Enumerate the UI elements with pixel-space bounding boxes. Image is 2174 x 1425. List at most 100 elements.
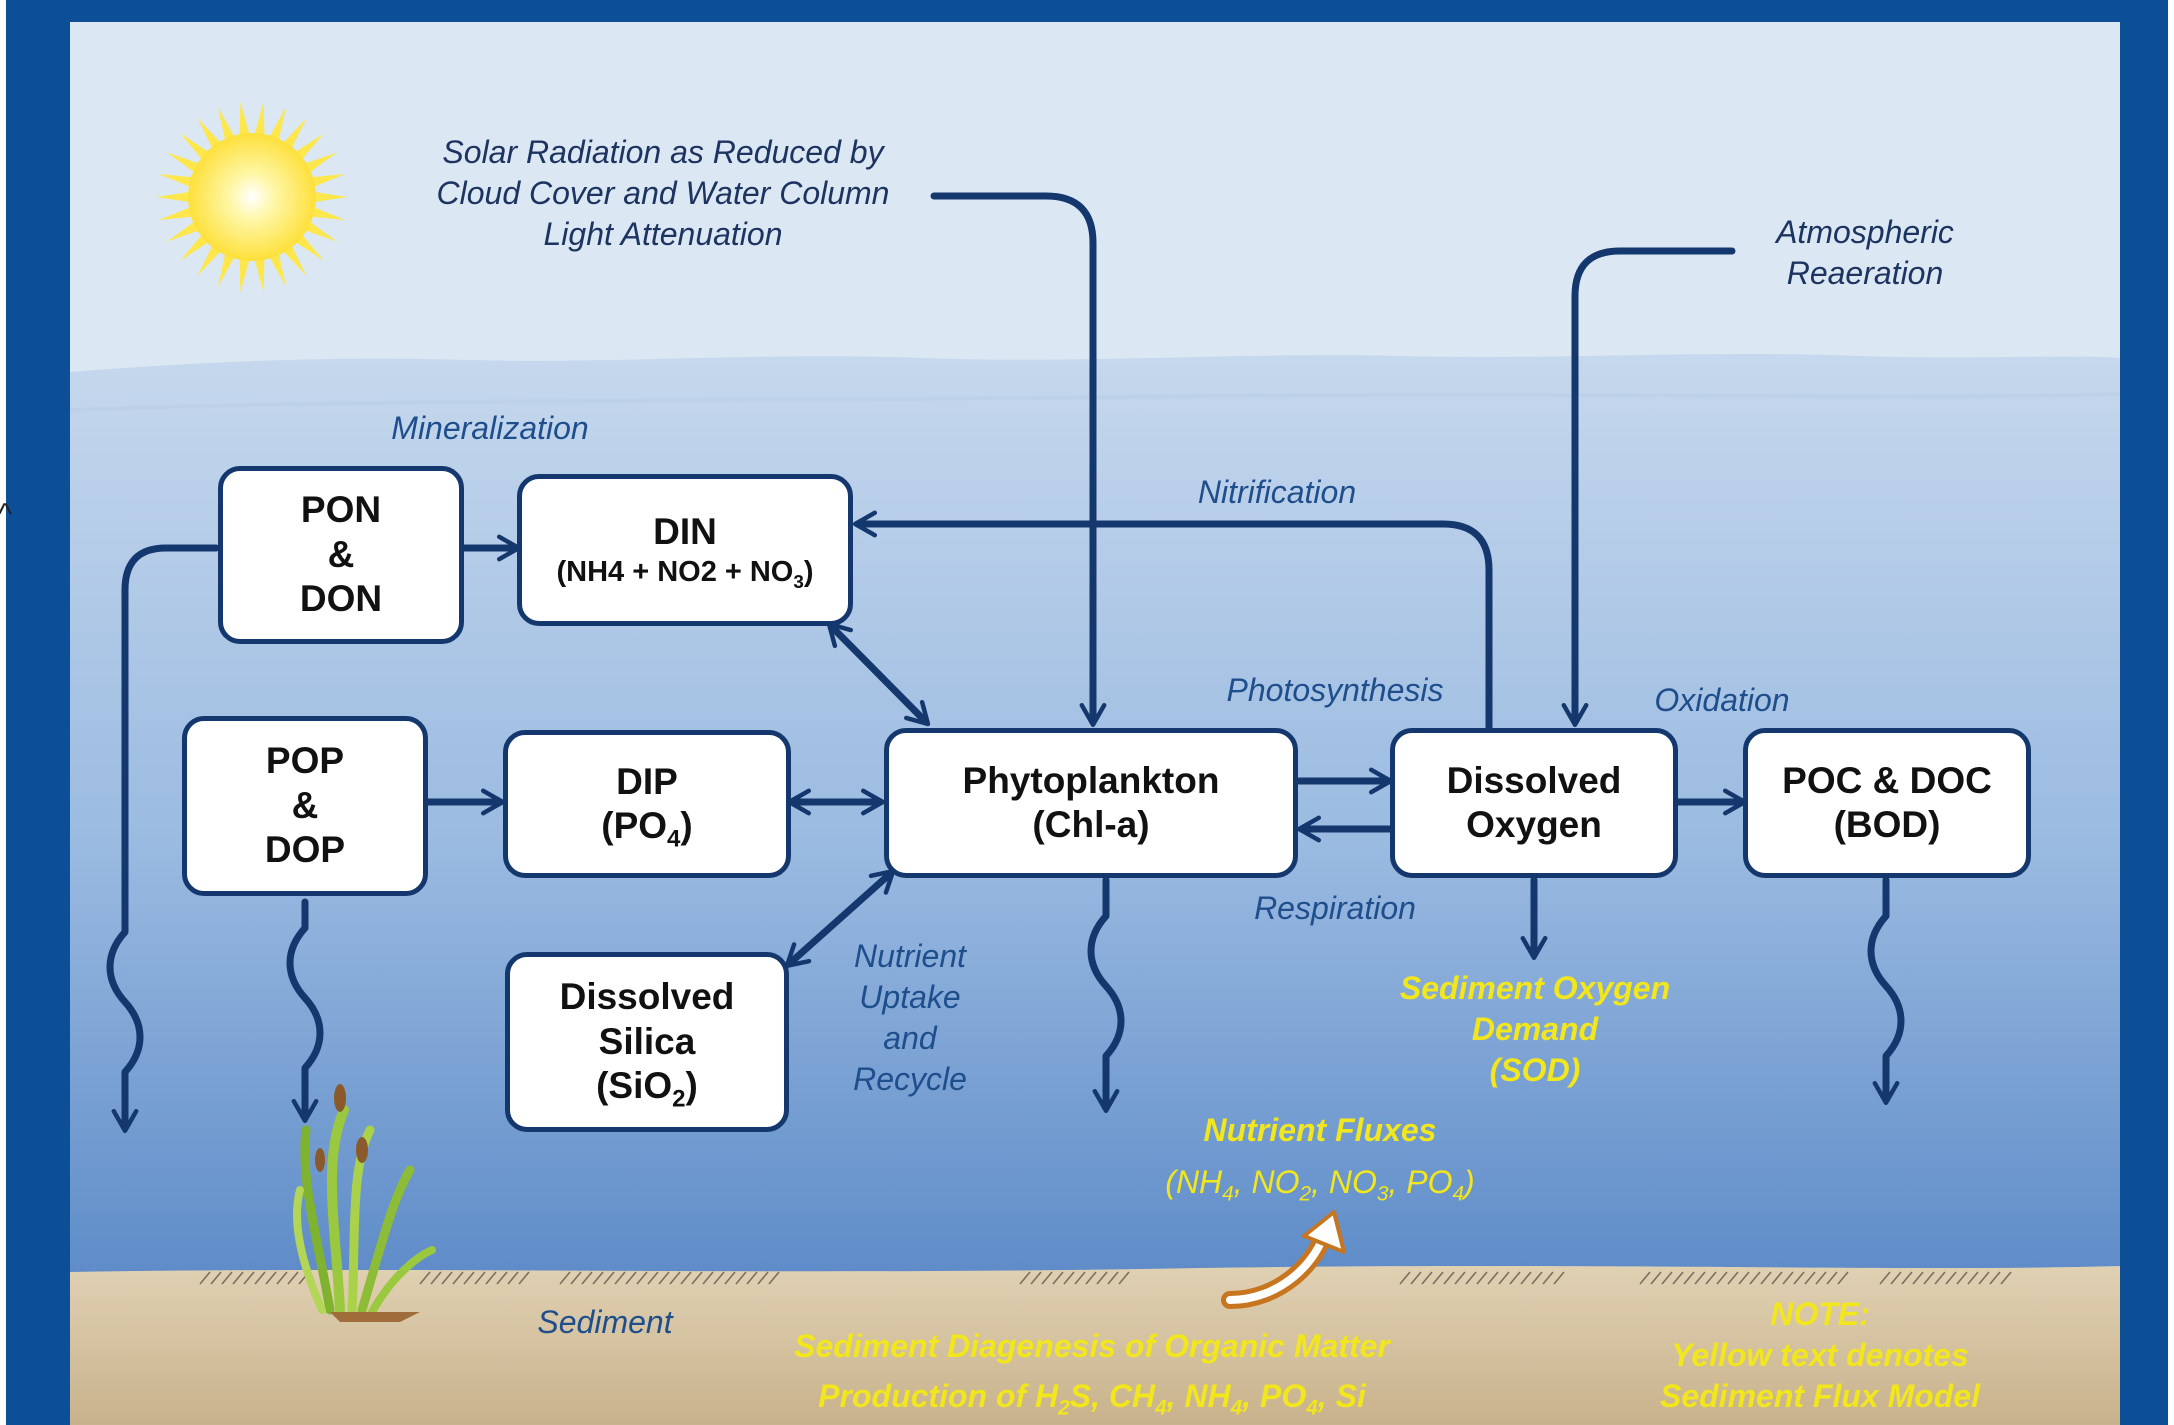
hatch-mark <box>199 1271 211 1285</box>
box-line: Phytoplankton <box>962 759 1220 801</box>
sun-ray <box>158 206 196 220</box>
hatch-mark <box>1052 1271 1064 1285</box>
sun-ray <box>293 232 324 261</box>
hatch-mark <box>1531 1271 1543 1285</box>
hatch-mark <box>1399 1271 1411 1285</box>
hatch-mark <box>713 1271 725 1285</box>
hatch-mark <box>1542 1271 1554 1285</box>
hatch-mark <box>691 1271 703 1285</box>
dip-formula: (PO4) <box>601 804 692 851</box>
hatch-mark <box>658 1271 670 1285</box>
hatch-mark <box>1923 1271 1935 1285</box>
hatch-mark <box>1443 1271 1455 1285</box>
formula-subscript: 4 <box>1230 1396 1243 1420</box>
photosynthesis-label: Photosynthesis <box>1226 672 1444 708</box>
uptake-label-line: and <box>883 1019 937 1056</box>
hatch-mark <box>1738 1271 1750 1285</box>
hatch-mark <box>735 1271 747 1285</box>
hatch-mark <box>518 1271 530 1285</box>
sun-ray <box>239 255 251 293</box>
flux-species-label: (NH4, NO2, NO3, PO4) <box>1110 1162 1530 1204</box>
hatch-mark <box>1945 1271 1957 1285</box>
solar-radiation-label: Solar Radiation as Reduced by Cloud Cove… <box>398 132 928 255</box>
dip-box: DIP (PO4) <box>503 730 791 878</box>
sun-ray <box>308 174 346 188</box>
water-ripple <box>69 392 2121 412</box>
hatch-mark <box>757 1271 769 1285</box>
hatch-mark <box>276 1271 288 1285</box>
hatch-mark <box>647 1271 659 1285</box>
sediment-hatching <box>199 1271 2012 1285</box>
hatch-mark <box>474 1271 486 1285</box>
sediment-layer <box>70 1266 2120 1425</box>
hatch-mark <box>1650 1271 1662 1285</box>
seagrass-icon <box>292 1084 436 1322</box>
formula-subscript: 4 <box>1306 1396 1318 1420</box>
nutrient-fluxes-label: Nutrient Fluxes <box>1203 1112 1437 1148</box>
formula-text: (NH <box>1165 1164 1223 1200</box>
hatch-mark <box>243 1271 255 1285</box>
connector-arrows <box>106 192 1905 1134</box>
formula-text: ) <box>685 1065 698 1107</box>
hatch-mark <box>1074 1271 1086 1285</box>
din-box: DIN (NH4 + NO2 + NO3) <box>517 474 853 626</box>
formula-subscript: 4 <box>667 825 681 853</box>
hatch-mark <box>614 1271 626 1285</box>
box-title: DIP <box>616 760 678 802</box>
sun-ray <box>253 255 265 293</box>
hatch-mark <box>1879 1271 1891 1285</box>
atmospheric-label-line: Reaeration <box>1786 254 1944 291</box>
formula-text: (PO <box>601 805 668 846</box>
sod-label: Sediment Oxygen Demand (SOD) <box>1370 968 1700 1091</box>
hatch-mark <box>1749 1271 1761 1285</box>
box-line: POC & DOC <box>1782 759 1992 801</box>
sun-ray <box>281 117 307 151</box>
hatch-mark <box>2000 1271 2012 1285</box>
respiration-label: Respiration <box>1254 890 1416 926</box>
solar-label-line: Cloud Cover and Water Column <box>436 174 890 211</box>
formula-text: ) <box>1464 1164 1475 1200</box>
hatch-mark <box>1683 1271 1695 1285</box>
solar-label-line: Solar Radiation as Reduced by <box>442 134 884 170</box>
formula-text: (SiO <box>596 1065 673 1107</box>
sun-ray <box>166 152 202 175</box>
formula-text: (NH4 + NO2 + NO <box>556 555 794 588</box>
hatch-mark <box>1716 1271 1728 1285</box>
hatch-mark <box>221 1271 233 1285</box>
formula-text: ) <box>803 555 814 588</box>
hatch-mark <box>1705 1271 1717 1285</box>
sun-ray <box>217 250 236 287</box>
hatch-mark <box>1912 1271 1924 1285</box>
hatch-mark <box>625 1271 637 1285</box>
box-line: Dissolved <box>559 976 735 1018</box>
reaeration-arrow <box>1561 247 1736 728</box>
uptake-label-line: Recycle <box>853 1060 967 1097</box>
sun-ray <box>253 101 265 139</box>
hatch-mark <box>1978 1271 1990 1285</box>
hatch-mark <box>265 1271 277 1285</box>
sun-ray <box>156 191 193 203</box>
hatch-mark <box>1498 1271 1510 1285</box>
hatch-mark <box>1826 1271 1838 1285</box>
box-line: (BOD) <box>1833 804 1941 845</box>
formula-text: , Si <box>1317 1378 1366 1414</box>
sediment-label: Sediment <box>537 1304 673 1340</box>
silica-formula: (SiO2) <box>596 1064 698 1111</box>
box-line: PON <box>300 489 382 531</box>
hatch-mark <box>559 1271 571 1285</box>
hatch-mark <box>1410 1271 1422 1285</box>
hatch-mark <box>1672 1271 1684 1285</box>
formula-text: Production of H <box>818 1378 1059 1414</box>
curved-up-arrow-icon <box>1221 1210 1346 1309</box>
box-line: DON <box>299 578 383 620</box>
box-line: & <box>291 784 319 826</box>
sun-ray <box>239 101 251 139</box>
formula-subscript: 2 <box>1058 1396 1070 1420</box>
sun-ray <box>302 219 338 242</box>
hatch-mark <box>1967 1271 1979 1285</box>
sod-label-line: (SOD) <box>1489 1051 1581 1088</box>
hatch-mark <box>1454 1271 1466 1285</box>
hatch-mark <box>1019 1271 1031 1285</box>
sun-ray <box>197 243 223 277</box>
